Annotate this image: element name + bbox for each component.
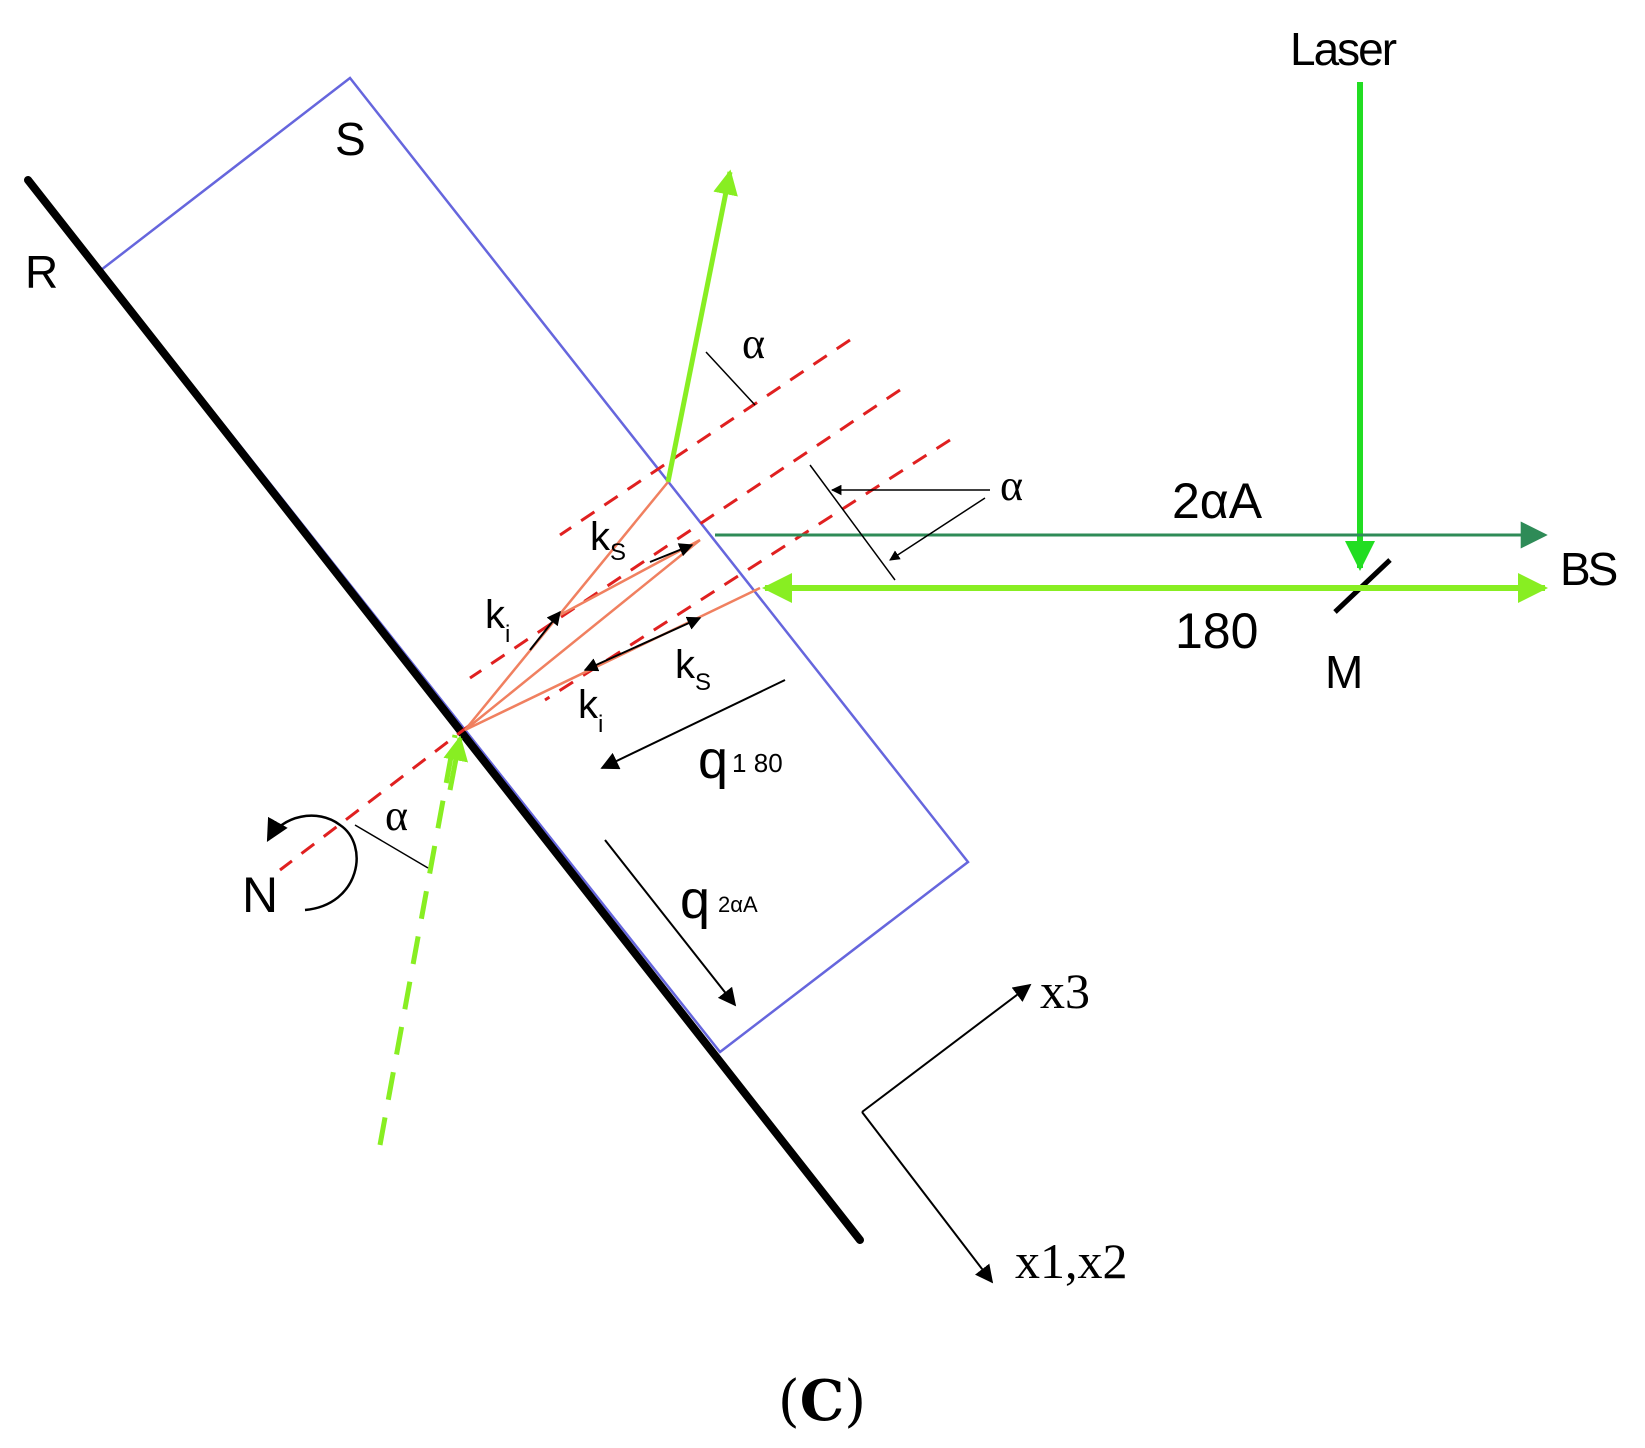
ki-upper-arrow [529,610,561,651]
m-label: M [1325,646,1363,698]
ks-upper-arrow [649,543,694,563]
incoming-dashed-beam [377,734,458,1146]
alpha-mid-mark [809,464,896,581]
ki-lower-label: ki [578,683,603,738]
r-label: R [25,246,58,298]
wave-vectors [464,481,761,732]
ks-lower-arrow [583,616,702,672]
ks-upper-label: kS [590,515,626,566]
q2aa-arrow [604,839,737,1007]
laser-label: Laser [1290,23,1397,75]
ks-lower-label: kS [675,643,711,696]
x3-label: x3 [1040,963,1090,1019]
dashed-red-planes [279,338,951,872]
ki-upper-label: ki [485,593,510,648]
x1x2-label: x1,x2 [1015,1233,1128,1289]
alpha-top-label: α [742,319,765,368]
alpha-bottom-mark [354,824,429,869]
two-alpha-a-label: 2αA [1172,473,1263,529]
rotation-arc [266,814,358,912]
axis-x1x2 [861,1111,994,1284]
exit-beam-up [665,169,738,483]
one-eighty-label: 180 [1175,603,1258,659]
incoming-beam-head [443,735,469,791]
figure-caption: (C) [778,1368,866,1434]
sample-outline [99,76,970,1054]
alpha-top-mark [705,351,756,406]
n-label: N [242,867,278,923]
bs-label: BS [1560,543,1617,595]
alpha-mid-arrow-2 [889,497,986,561]
s-label: S [335,113,366,165]
substrate-line [24,176,864,1244]
alpha-bottom-label: α [385,791,408,840]
alpha-mid-label: α [1000,461,1023,510]
axis-x3 [861,983,1032,1113]
q180-arrow [600,679,786,770]
